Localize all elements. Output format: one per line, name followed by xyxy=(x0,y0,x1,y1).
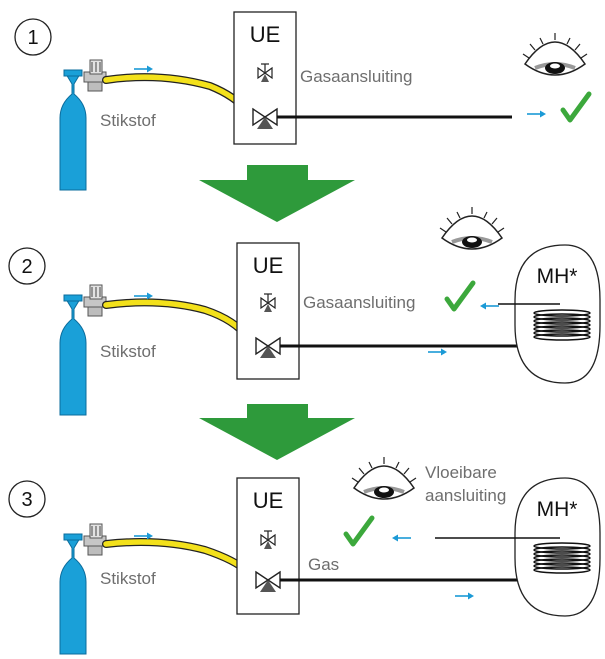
check-icon xyxy=(563,94,589,120)
step-2: 2 Stikstof UE Gasaansluiting MH* xyxy=(8,205,601,416)
eye-icon xyxy=(521,31,589,77)
arrow-right-icon xyxy=(526,109,547,119)
liquid-connection-label-line1: Vloeibare xyxy=(425,463,497,482)
arrow-right-icon xyxy=(133,64,154,74)
cylinder-label: Stikstof xyxy=(100,111,156,130)
cylinder-label: Stikstof xyxy=(100,342,156,361)
step-number: 3 xyxy=(21,489,32,511)
check-icon xyxy=(447,283,473,309)
step-number-circle xyxy=(8,480,46,518)
step-number-circle xyxy=(14,18,52,56)
arrow-down-icon xyxy=(199,165,355,222)
eye-icon xyxy=(438,205,506,251)
gas-connection-label: Gasaansluiting xyxy=(300,67,412,86)
step-1: 1 Stikstof UE Gasaansluiting xyxy=(14,11,589,191)
arrow-left-icon xyxy=(479,301,500,311)
mh-label: MH* xyxy=(537,265,578,288)
unit-label: UE xyxy=(253,488,284,513)
eye-icon xyxy=(350,455,418,501)
check-icon xyxy=(346,518,372,544)
arrow-right-icon xyxy=(454,591,475,601)
liquid-connection-label-line2: aansluiting xyxy=(425,486,506,505)
step-number: 1 xyxy=(27,27,38,49)
gas-connection-label: Gasaansluiting xyxy=(303,293,415,312)
mh-label: MH* xyxy=(537,498,578,521)
arrow-down-icon xyxy=(199,404,355,460)
gas-label: Gas xyxy=(308,555,339,574)
gas-cylinder-icon xyxy=(59,523,107,655)
arrow-right-icon xyxy=(427,347,448,357)
step-number-circle xyxy=(8,247,46,285)
step-number: 2 xyxy=(21,256,32,278)
unit-label: UE xyxy=(250,22,281,47)
step-3: 3 Stikstof UE Gas MH* Vloeibare aansluit… xyxy=(8,455,601,655)
arrow-left-icon xyxy=(391,533,412,543)
cylinder-label: Stikstof xyxy=(100,569,156,588)
unit-label: UE xyxy=(253,253,284,278)
